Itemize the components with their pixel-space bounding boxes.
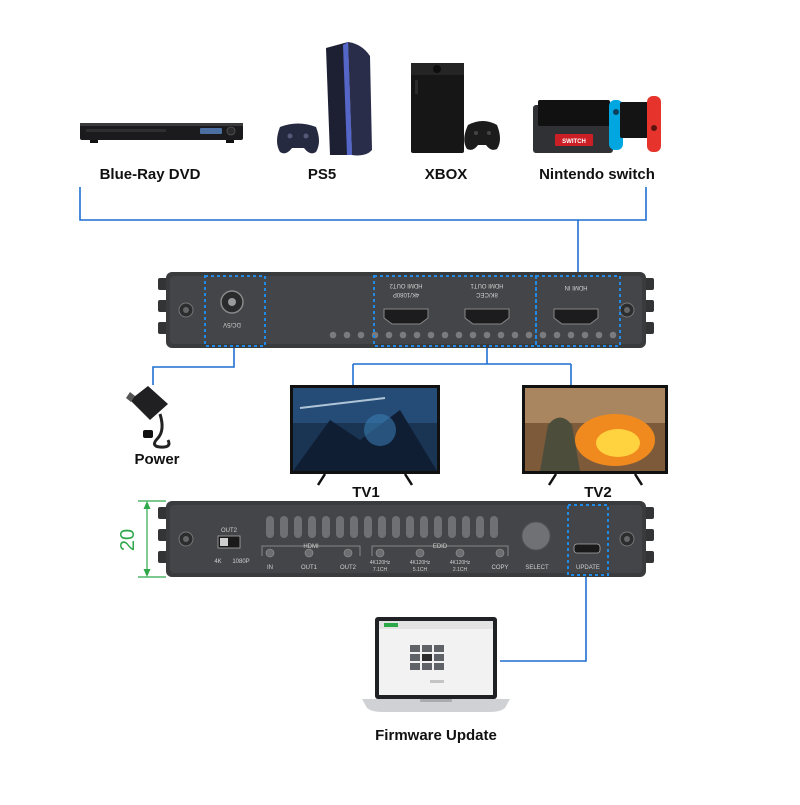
laptop-icon [362,617,510,712]
firmware-label: Firmware Update [375,727,497,744]
xbox-console-icon [411,63,500,153]
source-label-bluray: Blue-Ray DVD [99,166,201,183]
display-label-tv1: TV1 [352,484,380,501]
display-label-tv2: TV2 [584,484,612,501]
height-dimension [138,500,166,578]
connection-lines [79,187,647,662]
source-label-ps5: PS5 [307,166,337,183]
ps5-console-icon [277,42,372,156]
source-label-xbox: XBOX [424,166,468,183]
back-panel-device [158,272,654,348]
power-adapter-icon [126,386,171,449]
source-label-nintendo: Nintendo switch [539,166,655,183]
front-panel-device [158,501,654,577]
nintendo-switch-icon: SWITCH [533,96,661,153]
bluray-player-icon [80,123,243,143]
power-label: Power [134,451,180,468]
svg-text:SWITCH: SWITCH [562,139,586,145]
tv-icon [522,385,668,486]
tv-icon [290,385,440,486]
